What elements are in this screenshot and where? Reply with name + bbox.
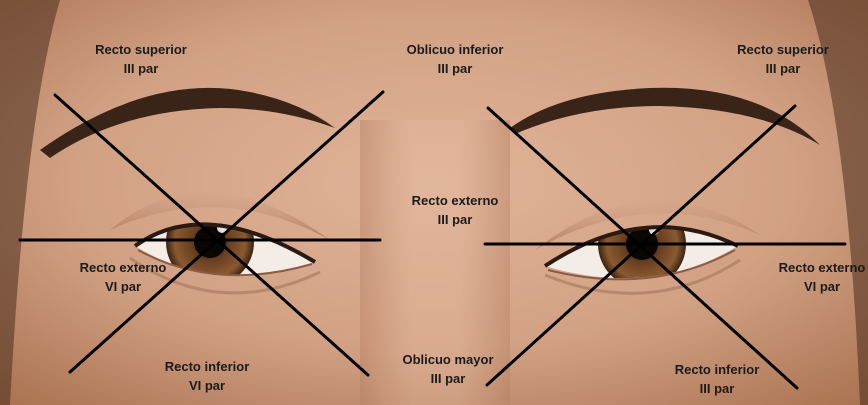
label-line2: III par — [693, 59, 868, 78]
label-recto-externo-center: Recto externo III par — [365, 191, 545, 229]
label-line2: III par — [358, 369, 538, 388]
label-line1: Recto superior — [693, 40, 868, 59]
label-line1: Recto externo — [33, 258, 213, 277]
label-line1: Oblicuo inferior — [365, 40, 545, 59]
label-oblicuo-mayor: Oblicuo mayor III par — [358, 350, 538, 388]
label-line1: Recto inferior — [117, 357, 297, 376]
label-recto-externo-right: Recto externo VI par — [732, 258, 868, 296]
label-line2: III par — [51, 59, 231, 78]
label-recto-superior-right: Recto superior III par — [693, 40, 868, 78]
label-line1: Recto externo — [732, 258, 868, 277]
label-line2: VI par — [33, 277, 213, 296]
label-line2: III par — [627, 379, 807, 398]
label-line1: Recto inferior — [627, 360, 807, 379]
label-recto-inferior-right: Recto inferior III par — [627, 360, 807, 398]
label-recto-superior-left: Recto superior III par — [51, 40, 231, 78]
label-line1: Oblicuo mayor — [358, 350, 538, 369]
label-line2: III par — [365, 59, 545, 78]
label-oblicuo-inferior: Oblicuo inferior III par — [365, 40, 545, 78]
label-recto-externo-left: Recto externo VI par — [33, 258, 213, 296]
label-line2: VI par — [117, 376, 297, 395]
label-line2: III par — [365, 210, 545, 229]
label-recto-inferior-left: Recto inferior VI par — [117, 357, 297, 395]
label-line2: VI par — [732, 277, 868, 296]
label-line1: Recto superior — [51, 40, 231, 59]
label-line1: Recto externo — [365, 191, 545, 210]
